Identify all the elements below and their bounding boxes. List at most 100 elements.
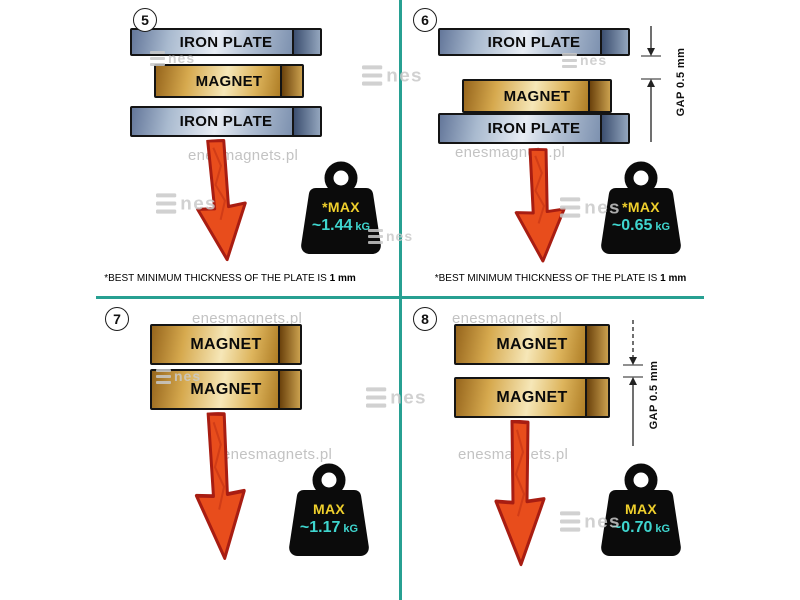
iron-plate-top-p5: IRON PLATE [130,28,322,56]
note-text: *BEST MINIMUM THICKNESS OF THE PLATE IS [434,273,658,284]
enes-logo-icon: nes [362,64,423,86]
magnet-bottom-p7: MAGNET [150,369,302,410]
watermark-text: enesmagnets.pl [192,310,303,327]
watermark-text: enesmagnets.pl [222,446,333,463]
iron-plate-label: IRON PLATE [487,33,581,51]
enes-logo-icon: nes [366,386,427,408]
enes-logo-icon: nes [156,368,201,384]
enes-logo-text: nes [174,368,202,384]
enes-e-icon [562,52,577,68]
magnet-label: MAGNET [496,388,568,406]
magnet-bar-p6: MAGNET [462,79,612,113]
kettlebell-icon [601,161,681,254]
magnet-top-p8: MAGNET [454,324,610,365]
enes-logo-text: nes [386,64,423,86]
plate-edge-icon [291,30,320,54]
plate-edge-icon [291,108,320,135]
magnet-pole-icon [277,371,300,408]
note-bold: 1 mm [660,273,687,284]
note-min-thickness-p5: *BEST MINIMUM THICKNESS OF THE PLATE IS … [80,273,380,284]
iron-plate-label: IRON PLATE [179,113,273,130]
enes-e-icon [368,228,383,244]
pull-force-arrow-icon [196,139,247,262]
pull-force-arrow-icon [194,411,246,560]
enes-e-icon [362,64,383,85]
enes-logo-icon: nes [368,228,413,244]
weight-unit: kG [343,523,359,535]
enes-logo-text: nes [584,510,621,532]
magnet-pole-icon [277,326,300,363]
iron-plate-top-p6: IRON PLATE [438,28,630,56]
magnet-label: MAGNET [496,335,568,353]
enes-logo-icon: nes [560,196,621,218]
panel-8-number: 8 [413,307,437,331]
magnet-bar-p5: MAGNET [154,64,304,98]
watermark-text: enesmagnets.pl [452,310,563,327]
panel-5-number: 5 [133,8,157,32]
weight-number: ~0.65 [611,217,653,234]
enes-logo-icon: nes [562,52,607,68]
enes-logo-text: nes [580,52,608,68]
gap-dimension-lines [623,320,643,446]
weight-number: ~0.70 [611,519,653,536]
enes-e-icon [156,368,171,384]
weight-max-label: *MAX [322,199,360,215]
iron-plate-label: IRON PLATE [179,33,273,51]
enes-logo-icon: nes [560,510,621,532]
gap-dimension-lines [641,26,661,142]
plate-edge-icon [599,30,628,54]
iron-plate-bottom-p6: IRON PLATE [438,113,630,144]
weight-number: ~1.17 [299,519,341,536]
vertical-divider [399,0,402,600]
gap-label-p6: GAP 0.5 mm [675,47,687,117]
note-bold: 1 mm [329,273,356,284]
magnet-pole-icon [588,81,610,111]
enes-logo-icon: nes [156,192,217,214]
enes-logo-icon: nes [150,50,195,66]
enes-logo-text: nes [584,196,621,218]
weight-max-label: *MAX [622,199,660,215]
iron-plate-bottom-p5: IRON PLATE [130,106,322,137]
note-text: *BEST MINIMUM THICKNESS OF THE PLATE IS [104,273,327,284]
kettlebell-icon [301,161,381,254]
weight-max-label: MAX [624,501,657,517]
enes-e-icon [150,50,165,66]
magnet-bottom-p8: MAGNET [454,377,610,418]
pull-force-arrow-icon [494,420,546,567]
panel-7-number: 7 [105,307,129,331]
iron-plate-label: IRON PLATE [487,120,581,137]
magnet-label: MAGNET [190,335,262,353]
enes-logo-text: nes [390,386,427,408]
weight-unit: kG [655,523,671,535]
kettlebell-icon [601,463,681,556]
pull-force-arrow-icon [514,147,566,263]
enes-e-icon [560,510,581,531]
magnet-label: MAGNET [195,72,263,90]
magnet-top-p7: MAGNET [150,324,302,365]
gap-label-p8: GAP 0.5 mm [648,360,660,430]
enes-logo-text: nes [386,228,414,244]
note-min-thickness-p6: *BEST MINIMUM THICKNESS OF THE PLATE IS … [413,273,708,284]
panel-6-number: 6 [413,8,437,32]
magnet-label: MAGNET [503,87,571,105]
enes-e-icon [156,192,177,213]
magnet-pole-icon [585,326,608,363]
weight-unit: kG [655,221,671,233]
enes-logo-text: nes [180,192,217,214]
enes-logo-text: nes [168,50,196,66]
weight-number: ~1.44 [311,217,353,234]
enes-e-icon [560,196,581,217]
horizontal-divider [96,296,704,299]
magnet-pole-icon [280,66,302,96]
magnet-pole-icon [585,379,608,416]
magnet-label: MAGNET [190,380,262,398]
